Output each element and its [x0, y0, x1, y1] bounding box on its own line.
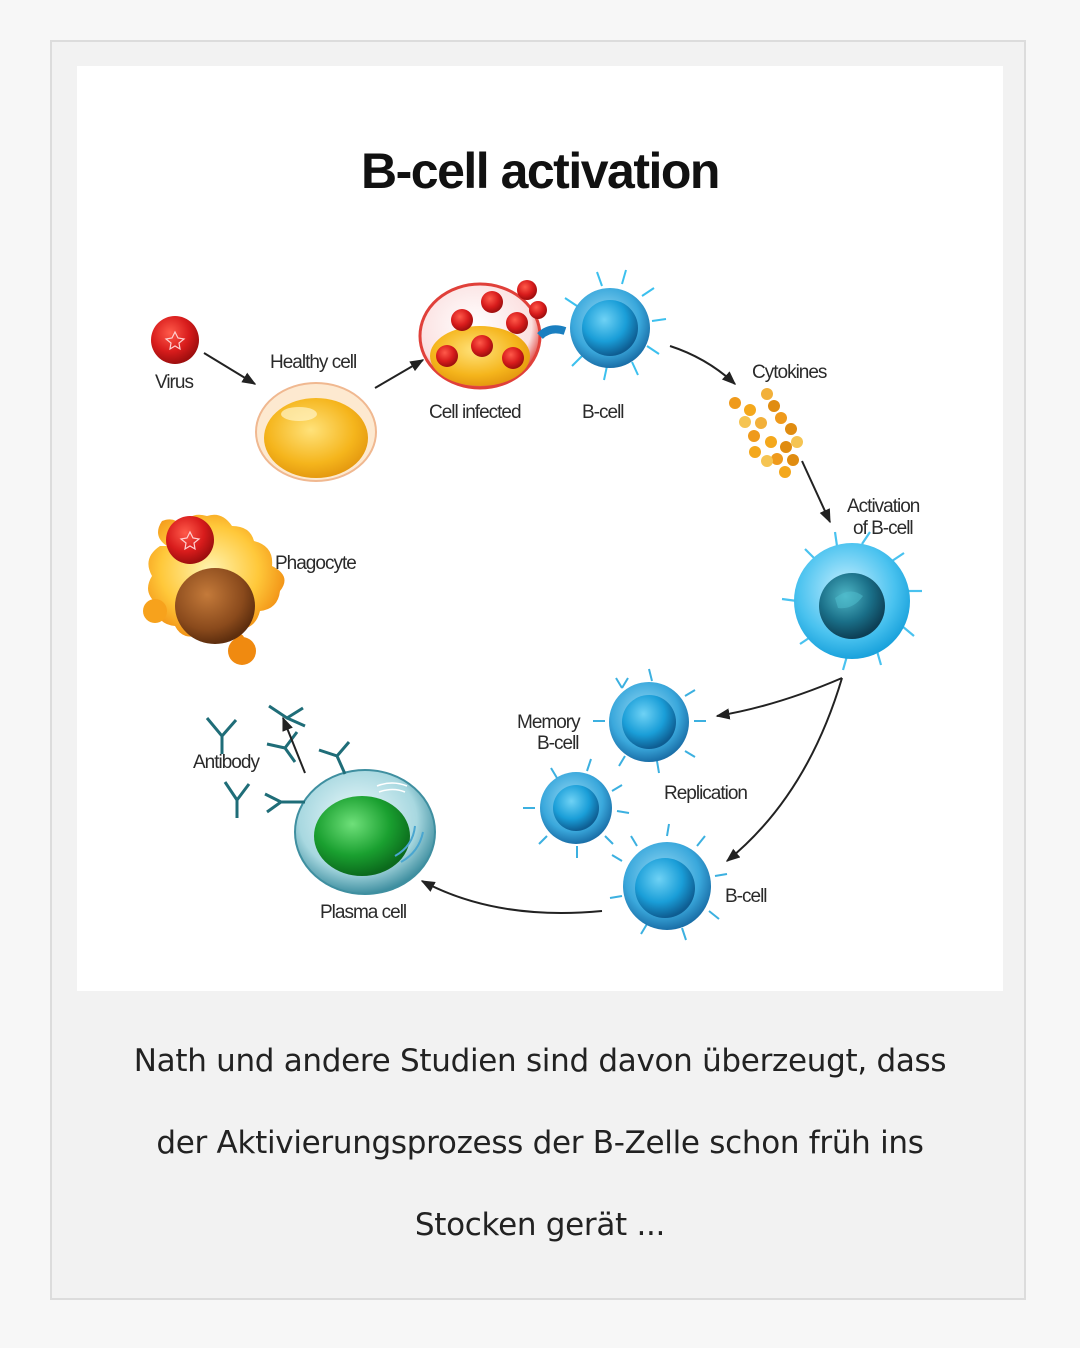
b-cell-icon [537, 269, 667, 381]
label-cytokines: Cytokines [752, 362, 827, 383]
replicating-b-cell-icon [523, 758, 630, 858]
virus-icon [151, 316, 199, 364]
arrow-to-plasma-cell [420, 880, 603, 914]
activated-b-cell-icon [781, 531, 922, 671]
arrow-virus-to-healthy [203, 352, 257, 385]
label-virus: Virus [155, 372, 193, 393]
label-replication: Replication [664, 783, 747, 804]
engulfed-virus-icon [166, 516, 214, 564]
label-activation-line1: Activation [847, 496, 920, 517]
arrow-to-b-cell-bottom [725, 677, 843, 862]
caption-line-1: Nath und andere Studien sind davon überz… [133, 1043, 947, 1079]
caption-line-2: der Aktivierungsprozess der B-Zelle scho… [156, 1125, 924, 1161]
healthy-cell-icon [255, 382, 377, 482]
label-memory-line1: Memory [517, 712, 581, 733]
label-healthy-cell: Healthy cell [270, 352, 356, 373]
infected-cell-icon [418, 280, 547, 390]
label-b-cell-bottom: B-cell [725, 886, 767, 907]
memory-b-cell-icon [593, 668, 706, 774]
label-memory-line2: B-cell [537, 733, 579, 754]
arrow-plasma-to-antibody [282, 716, 306, 774]
arrow-cytokines-to-activation [801, 460, 831, 524]
b-cell-bottom-icon [609, 823, 728, 941]
figure-caption: Nath und andere Studien sind davon überz… [80, 1020, 1000, 1266]
caption-line-3: Stocken gerät ... [414, 1207, 666, 1243]
label-phagocyte: Phagocyte [275, 553, 356, 574]
arrow-healthy-to-infected [374, 359, 425, 389]
label-b-cell-top: B-cell [582, 402, 624, 423]
cytokines-icon [729, 388, 803, 478]
plasma-cell-icon [294, 769, 436, 895]
arrow-to-memory-cell [715, 677, 843, 720]
label-antibody: Antibody [193, 752, 260, 773]
label-activation-line2: of B-cell [853, 518, 913, 539]
arrow-bcell-to-cytokines [669, 345, 737, 385]
label-cell-infected: Cell infected [429, 402, 521, 423]
label-plasma-cell: Plasma cell [320, 902, 406, 923]
b-cell-activation-diagram: B-cell activation Virus Healthy cell Cel… [77, 66, 1003, 991]
diagram-title: B-cell activation [361, 143, 719, 199]
